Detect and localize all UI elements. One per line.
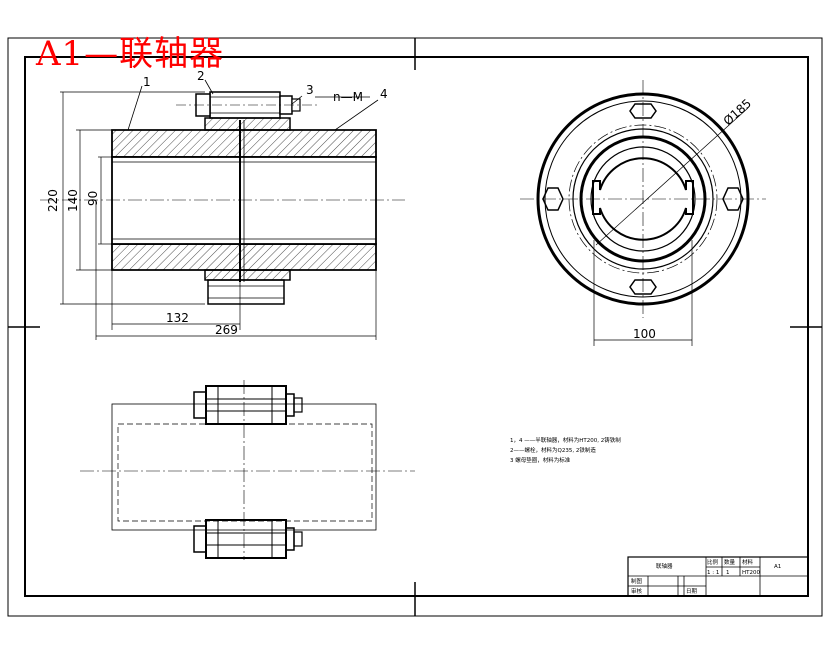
dim-100: 100 (633, 327, 656, 341)
front-dimension-lines (60, 91, 377, 340)
centering-marks (8, 38, 822, 616)
balloon-2: 2 (197, 69, 205, 83)
title-block-col-scale: 比例 (707, 558, 719, 566)
title-block-col-qty: 数量 (724, 558, 736, 566)
note-line-3: 3 螺母垫圈，材料为标准 (510, 456, 571, 464)
front-section-view (40, 91, 405, 305)
note-line-1: 1，4 ——半联轴器，材料为HT200, 2铸铁制 (510, 436, 621, 444)
title-block-name: 联轴器 (656, 562, 673, 570)
balloon-4: 4 (380, 87, 388, 101)
dim-269: 269 (215, 323, 238, 337)
title-block-drawn: 制图 (631, 577, 643, 585)
dim-132: 132 (166, 311, 189, 325)
dim-diameter-185: Ø185 (721, 96, 754, 128)
balloon-3: 3 (306, 83, 314, 97)
title-block-val-scale: 1 : 1 (707, 570, 719, 576)
title-block (627, 556, 809, 597)
end-view (520, 80, 766, 346)
title-block-val-qty: 1 (726, 570, 730, 576)
balloon-1: 1 (143, 75, 151, 89)
dim-140: 140 (66, 189, 80, 212)
title-block-date: 日期 (686, 588, 698, 595)
title-block-checked: 审核 (631, 587, 643, 595)
drawing-title: A1—联轴器 (36, 34, 225, 74)
title-block-val-material: HT200 (742, 570, 760, 576)
dim-90: 90 (86, 191, 100, 206)
label-n-m: n—M (333, 90, 363, 104)
note-line-2: 2——螺栓，材料为Q235, 2铁制造 (510, 446, 596, 454)
dim-220: 220 (46, 189, 60, 212)
part-leaders (127, 79, 379, 131)
technical-notes: 1，4 ——半联轴器，材料为HT200, 2铸铁制 2——螺栓，材料为Q235,… (510, 436, 621, 464)
top-view (80, 380, 415, 560)
title-block-code: A1 (774, 564, 781, 570)
title-block-col-material: 材料 (742, 558, 754, 566)
